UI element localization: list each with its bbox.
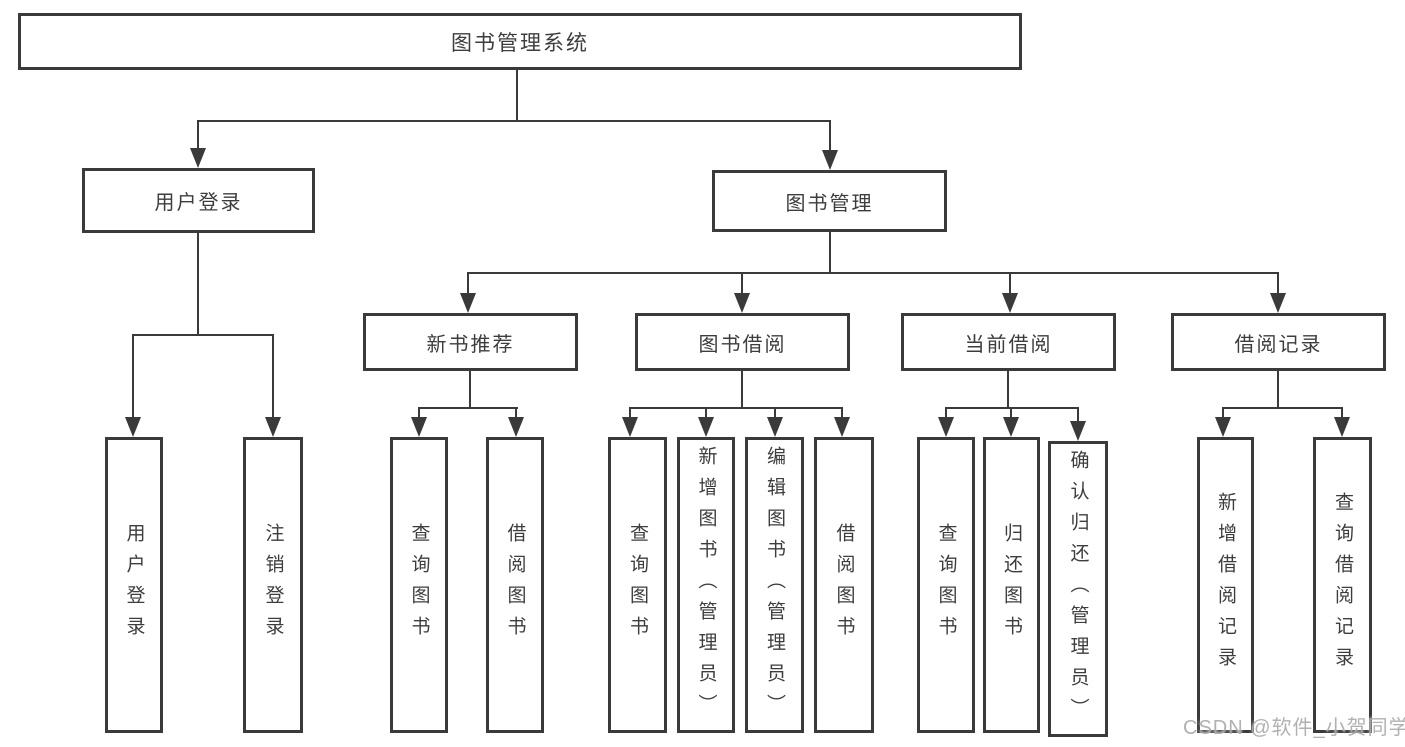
leaf-label: 查询借阅记录 [1332,492,1353,678]
flowchart-leaf-borrow-books-1: 借阅图书 [486,437,544,733]
connector-line [467,272,1279,274]
connector-line [945,407,947,419]
connector-line [1007,371,1009,409]
connector-line [945,407,1079,409]
connector-line [467,272,469,294]
arrowhead-down-icon [265,417,281,437]
connector-line [197,120,831,122]
arrowhead-down-icon [822,150,838,170]
csdn-watermark: CSDN @软件_小贺同学 [1183,717,1405,739]
connector-line [418,407,420,419]
connector-line [741,272,743,294]
connector-line [1277,371,1279,409]
connector-line [1222,407,1224,419]
arrowhead-down-icon [938,417,954,437]
arrowhead-down-icon [1002,293,1018,313]
connector-line [418,407,518,409]
connector-line [469,371,471,409]
arrowhead-down-icon [1070,421,1086,441]
connector-line [197,233,199,336]
leaf-label: 新增借阅记录 [1215,492,1236,678]
connector-line [705,407,707,419]
connector-line [1222,407,1343,409]
leaf-label: 用户登录 [123,523,145,647]
node-label-borrow-records: 借阅记录 [1234,333,1323,356]
connector-line [629,407,843,409]
flowchart-leaf-query-books-2: 查询图书 [608,437,667,733]
leaf-label: 归还图书 [1001,523,1022,647]
flowchart-node-new-book-recommend: 新书推荐 [363,313,578,371]
arrowhead-down-icon [1003,417,1019,437]
connector-line [774,407,776,419]
arrowhead-down-icon [834,417,850,437]
leaf-label: 注销登录 [262,523,284,647]
connector-line [741,371,743,409]
leaf-label: 查询图书 [627,523,648,647]
arrowhead-down-icon [734,293,750,313]
flowchart-leaf-borrow-books-2: 借阅图书 [814,437,874,733]
connector-line [1009,272,1011,294]
flowchart-leaf-query-books-3: 查询图书 [917,437,975,733]
connector-line [629,407,631,419]
connector-line [829,232,831,274]
arrowhead-down-icon [460,293,476,313]
flowchart-leaf-user-login: 用户登录 [105,437,163,733]
flowchart-leaf-logout: 注销登录 [243,437,303,733]
leaf-label: 借阅图书 [504,523,526,647]
connector-line [829,120,831,152]
connector-line [1341,407,1343,419]
connector-line [197,120,199,150]
connector-line [1010,407,1012,419]
flowchart-leaf-edit-books-admin: 编辑图书（管理员） [745,437,804,733]
flowchart-node-book-management: 图书管理 [712,170,947,232]
arrowhead-down-icon [1270,293,1286,313]
flowchart-leaf-query-books-1: 查询图书 [390,437,448,733]
arrowhead-down-icon [411,417,427,437]
connector-line [272,334,274,418]
arrowhead-down-icon [125,417,141,437]
node-label-book-management: 图书管理 [785,192,874,215]
leaf-label: 查询图书 [935,523,957,647]
arrowhead-down-icon [622,417,638,437]
connector-line [1277,272,1279,294]
node-label-current-borrow: 当前借阅 [964,333,1053,356]
flowchart-leaf-add-books-admin: 新增图书（管理员） [677,437,735,733]
arrowhead-down-icon [190,148,206,168]
flowchart-node-current-borrow: 当前借阅 [901,313,1116,371]
flowchart-node-borrow-records: 借阅记录 [1171,313,1386,371]
arrowhead-down-icon [1215,417,1231,437]
arrowhead-down-icon [698,417,714,437]
leaf-label: 查询图书 [408,523,430,647]
connector-line [132,334,274,336]
flowchart-node-user-login: 用户登录 [82,168,315,233]
arrowhead-down-icon [508,417,524,437]
node-label-book-borrow: 图书借阅 [698,333,787,356]
flowchart-leaf-query-borrow-record: 查询借阅记录 [1313,437,1372,733]
flowchart-node-book-borrow: 图书借阅 [635,313,850,371]
leaf-label: 编辑图书（管理员） [764,445,785,725]
connector-line [132,334,134,418]
leaf-label: 新增图书（管理员） [695,445,717,725]
flowchart-leaf-return-books: 归还图书 [983,437,1040,733]
arrowhead-down-icon [1334,417,1350,437]
connector-line [516,70,518,122]
arrowhead-down-icon [767,417,783,437]
leaf-label: 借阅图书 [833,523,855,647]
node-label-root: 图书管理系统 [451,31,589,55]
leaf-label: 确认归还（管理员） [1067,449,1089,729]
connector-line [515,407,517,419]
connector-line [1077,407,1079,421]
node-label-new-book-recommend: 新书推荐 [426,333,515,356]
node-label-user-login: 用户登录 [154,192,243,214]
flowchart-leaf-add-borrow-record: 新增借阅记录 [1197,437,1254,733]
flowchart-leaf-confirm-return-admin: 确认归还（管理员） [1048,441,1108,737]
connector-line [841,407,843,419]
flowchart-node-root: 图书管理系统 [18,13,1022,70]
